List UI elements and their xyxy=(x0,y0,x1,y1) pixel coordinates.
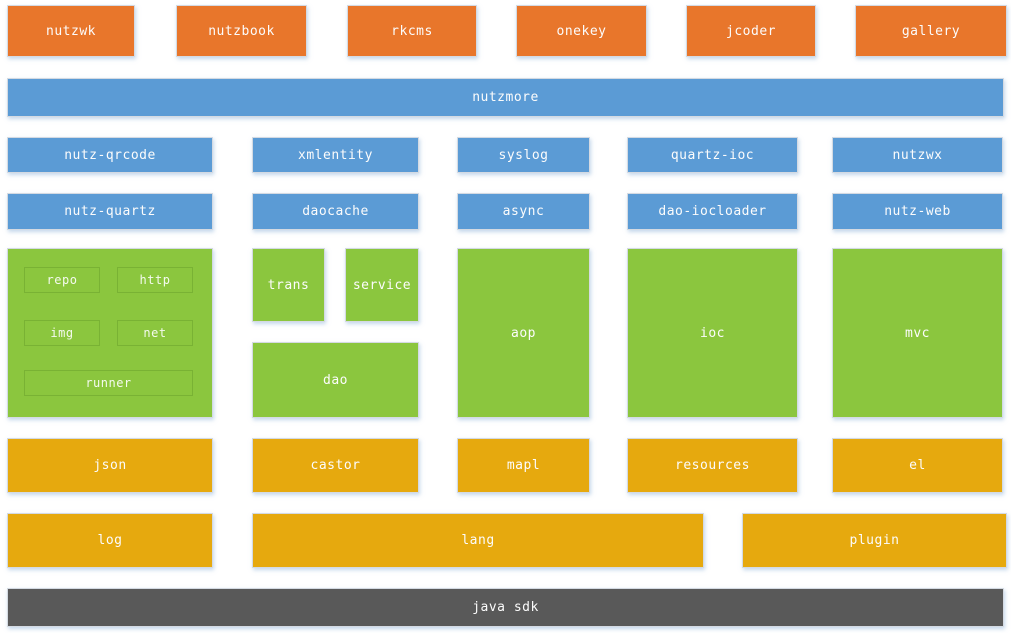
block-img: img xyxy=(24,320,100,346)
block-java-sdk: java sdk xyxy=(7,588,1004,627)
block-http: http xyxy=(117,267,193,293)
block-gallery: gallery xyxy=(855,5,1007,57)
block-lang-lib-group: repo http img net runner xyxy=(7,248,213,418)
block-nutzmore: nutzmore xyxy=(7,78,1004,117)
block-trans: trans xyxy=(252,248,325,322)
block-mvc: mvc xyxy=(832,248,1003,418)
block-daocache: daocache xyxy=(252,193,419,230)
block-async: async xyxy=(457,193,590,230)
block-jcoder: jcoder xyxy=(686,5,816,57)
block-nutzwx: nutzwx xyxy=(832,137,1003,173)
block-nutz-web: nutz-web xyxy=(832,193,1003,230)
block-log: log xyxy=(7,513,213,568)
block-dao: dao xyxy=(252,342,419,418)
block-runner: runner xyxy=(24,370,193,396)
block-lang: lang xyxy=(252,513,704,568)
block-nutzbook: nutzbook xyxy=(176,5,307,57)
block-nutz-qrcode: nutz-qrcode xyxy=(7,137,213,173)
block-nutzwk: nutzwk xyxy=(7,5,135,57)
block-ioc: ioc xyxy=(627,248,798,418)
block-resources: resources xyxy=(627,438,798,493)
block-xmlentity: xmlentity xyxy=(252,137,419,173)
block-onekey: onekey xyxy=(516,5,647,57)
block-castor: castor xyxy=(252,438,419,493)
block-service: service xyxy=(345,248,419,322)
block-syslog: syslog xyxy=(457,137,590,173)
block-aop: aop xyxy=(457,248,590,418)
block-repo: repo xyxy=(24,267,100,293)
block-net: net xyxy=(117,320,193,346)
block-nutz-quartz: nutz-quartz xyxy=(7,193,213,230)
block-dao-iocloader: dao-iocloader xyxy=(627,193,798,230)
block-mapl: mapl xyxy=(457,438,590,493)
block-json: json xyxy=(7,438,213,493)
block-plugin: plugin xyxy=(742,513,1007,568)
block-quartz-ioc: quartz-ioc xyxy=(627,137,798,173)
block-el: el xyxy=(832,438,1003,493)
block-rkcms: rkcms xyxy=(347,5,477,57)
